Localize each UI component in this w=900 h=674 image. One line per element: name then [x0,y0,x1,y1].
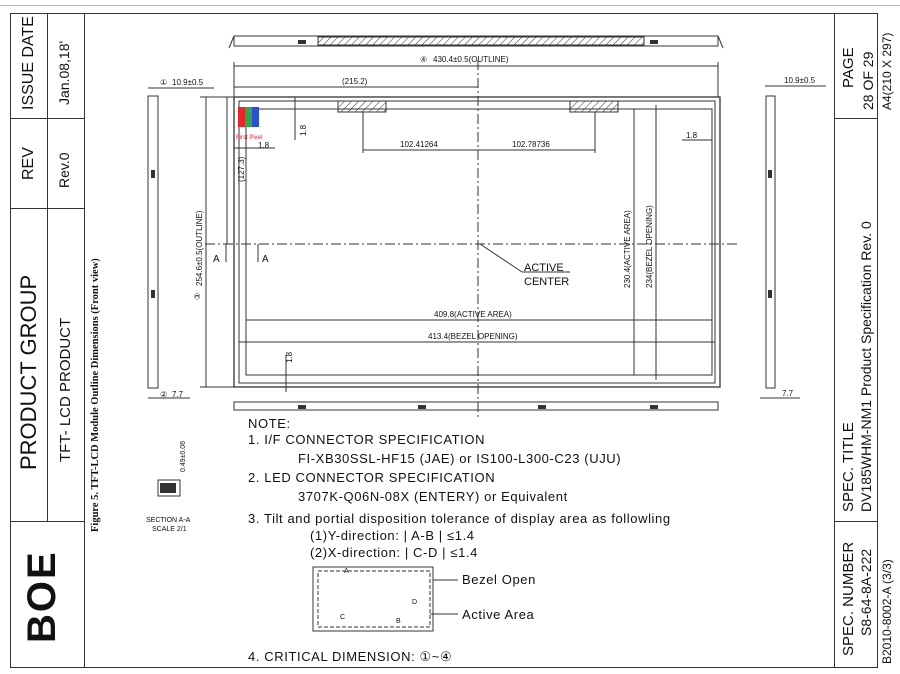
active-center-line1: ACTIVE [524,262,564,274]
note-3-x: (2)X-direction: | C-D | ≤1.4 [310,545,478,560]
top-rule [0,5,900,6]
note-3: 3. Tilt and portial disposition toleranc… [248,511,671,526]
left-tab-2 [151,290,155,298]
active-width-text: 409.8(ACTIVE AREA) [434,310,512,319]
active-height-text: 230.4(ACTIVE AREA) [623,210,632,288]
active-area [245,108,713,376]
right-strip-rule-1 [834,118,878,119]
left-strip-rule-2 [10,208,84,209]
top-tab-1 [298,40,306,44]
bottom-thickness-right: 7.7 [782,389,794,398]
note-1-detail: FI-XB30SSL-HF15 (JAE) or IS100-L300-C23 … [298,451,622,466]
note-2: 2. LED CONNECTOR SPECIFICATION [248,470,496,485]
outline-width-mark: ④ [420,55,427,64]
tol-bezel-rect [312,566,434,632]
first-pixel-blue [252,107,259,127]
bottom-gap-text: 1.8 [285,351,294,363]
diagram-active-label: Active Area [462,607,535,622]
note-4: 4. CRITICAL DIMENSION: ①~④ [248,649,453,664]
half-width-text: (215.2) [342,77,368,86]
outline-height-text: 254.6±0.5(OUTLINE) [195,210,204,286]
note-3-y: (1)Y-direction: | A-B | ≤1.4 [310,528,475,543]
first-pixel-green [245,107,252,127]
drawing-frame [10,13,878,668]
bottom-tab-3 [538,405,546,409]
bezel-opening [238,100,716,384]
side-thickness-right: 10.9±0.5 [784,76,816,85]
tol-active-rect [317,570,431,628]
active-center-leader [479,243,523,273]
outline-height-mark: ③ [193,293,202,300]
bottom-thickness-mark: ② [160,390,167,399]
module-tabs [151,40,772,493]
center-left-text: 102.41264 [400,140,438,149]
first-pixel-red [238,107,245,127]
top-gap-text: 1.8 [299,124,308,136]
bottom-tab-4 [650,405,658,409]
hatch-left [337,100,387,113]
left-tab-1 [151,170,155,178]
section-mark-a1: A [213,254,220,265]
outline-width-text: 430.4±0.5(OUTLINE) [433,55,509,64]
side-thickness-text: 10.9±0.5 [172,78,204,87]
top-view-left-tick [228,35,235,49]
center-right-text: 102.78736 [512,140,550,149]
left-strip-border [84,13,85,668]
top-side-view [233,35,719,47]
bottom-tab-2 [418,405,426,409]
tol-letter-a: A [344,568,349,575]
section-aa-fill [160,483,176,493]
bottom-thickness-text: 7.7 [172,390,184,399]
left-side-view [147,95,159,389]
active-center-line2: CENTER [524,276,569,288]
half-height-text: (127.3) [237,156,246,182]
tol-letter-b: B [396,618,401,625]
right-strip-border [834,13,835,668]
right-strip-rule-2 [834,521,878,522]
note-title: NOTE: [248,416,291,431]
right-gap-text: 1.8 [686,131,698,140]
hatch-right [569,100,619,113]
tol-letter-c: C [340,614,345,621]
tol-letter-d: D [412,599,417,606]
left-strip-rule-3 [10,521,84,522]
bezel-height-text: 234(BEZEL OPENING) [645,205,654,288]
right-tab-1 [768,170,772,178]
top-view-right-tick [717,35,724,49]
section-aa-symbol [157,479,181,497]
section-label: SECTION A-A [146,517,191,524]
bottom-tab-1 [298,405,306,409]
left-gap-text: 1.8 [258,141,270,150]
bottom-side-view [233,401,719,411]
top-tab-2 [650,40,658,44]
note-1: 1. I/F CONNECTOR SPECIFICATION [248,432,486,447]
right-side-view [765,95,776,389]
module-outline [233,96,721,388]
side-thickness-mark: ① [160,78,167,87]
right-tab-2 [768,290,772,298]
section-dim-text: 0.49±0.06 [180,441,187,472]
section-scale: SCALE 2/1 [152,526,187,533]
left-strip-divider [47,13,48,521]
section-mark-a2: A [262,254,269,265]
bezel-width-text: 413.4(BEZEL OPENING) [428,332,518,341]
left-strip-rule-1 [10,118,84,119]
note-2-detail: 3707K-Q06N-08X (ENTERY) or Equivalent [298,489,568,504]
diagram-bezel-label: Bezel Open [462,572,536,587]
top-connector-hatch [317,36,645,46]
first-pixel-label: First Pixel [236,135,262,141]
